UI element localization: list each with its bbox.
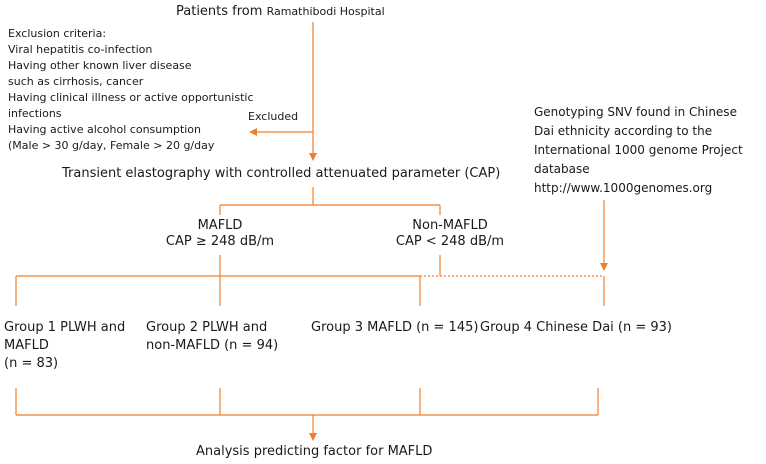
exclusion-criteria-block: Exclusion criteria: Viral hepatitis co-i… <box>8 26 254 154</box>
exclusion-line: such as cirrhosis, cancer <box>8 75 144 88</box>
group-3-line: Group 3 MAFLD (n = 145) <box>311 320 479 335</box>
patients-source-title: Patients from Ramathibodi Hospital <box>176 4 385 20</box>
genotyping-line: http://www.1000genomes.org <box>534 181 713 195</box>
group-2-node: Group 2 PLWH and non-MAFLD (n = 94) <box>146 319 278 355</box>
exclusion-line: infections <box>8 107 62 120</box>
group-4-node: Group 4 Chinese Dai (n = 93) <box>480 319 672 337</box>
group-1-node: Group 1 PLWH and MAFLD (n = 83) <box>4 319 125 373</box>
excluded-label: Excluded <box>248 110 299 123</box>
group-2-line: Group 2 PLWH and <box>146 320 268 335</box>
group-1-line: Group 1 PLWH and <box>4 320 126 335</box>
genotyping-line: database <box>534 162 590 176</box>
group-4-line: Group 4 Chinese Dai (n = 93) <box>480 320 672 335</box>
group-1-line: MAFLD <box>4 338 49 353</box>
elastography-step: Transient elastography with controlled a… <box>62 166 501 181</box>
genotyping-line: Genotyping SNV found in Chinese <box>534 105 737 119</box>
genotyping-line: Dai ethnicity according to the <box>534 124 713 138</box>
non-mafld-node: Non-MAFLD CAP < 248 dB/m <box>380 218 520 249</box>
analysis-step: Analysis predicting factor for MAFLD <box>196 444 433 459</box>
title-hospital: Ramathibodi Hospital <box>266 5 385 18</box>
exclusion-line: (Male > 30 g/day, Female > 20 g/day <box>8 139 215 152</box>
group-3-node: Group 3 MAFLD (n = 145) <box>311 319 478 337</box>
genotyping-block: Genotyping SNV found in Chinese Dai ethn… <box>534 103 743 198</box>
exclusion-line: Viral hepatitis co-infection <box>8 43 153 56</box>
genotyping-line: International 1000 genome Project <box>534 143 743 157</box>
exclusion-line: Having clinical illness or active opport… <box>8 91 254 104</box>
mafld-cap: CAP ≥ 248 dB/m <box>165 233 275 249</box>
group-2-line: non-MAFLD (n = 94) <box>146 338 279 353</box>
exclusion-line: Having active alcohol consumption <box>8 123 202 136</box>
exclusion-line: Having other known liver disease <box>8 59 192 72</box>
exclusion-line: Exclusion criteria: <box>8 27 107 40</box>
mafld-name: MAFLD <box>197 218 243 233</box>
title-prefix: Patients from <box>176 4 263 19</box>
mafld-node: MAFLD CAP ≥ 248 dB/m <box>140 218 300 249</box>
non-mafld-cap: CAP < 248 dB/m <box>395 233 505 249</box>
non-mafld-name: Non-MAFLD <box>412 218 488 233</box>
group-1-line: (n = 83) <box>4 356 59 371</box>
